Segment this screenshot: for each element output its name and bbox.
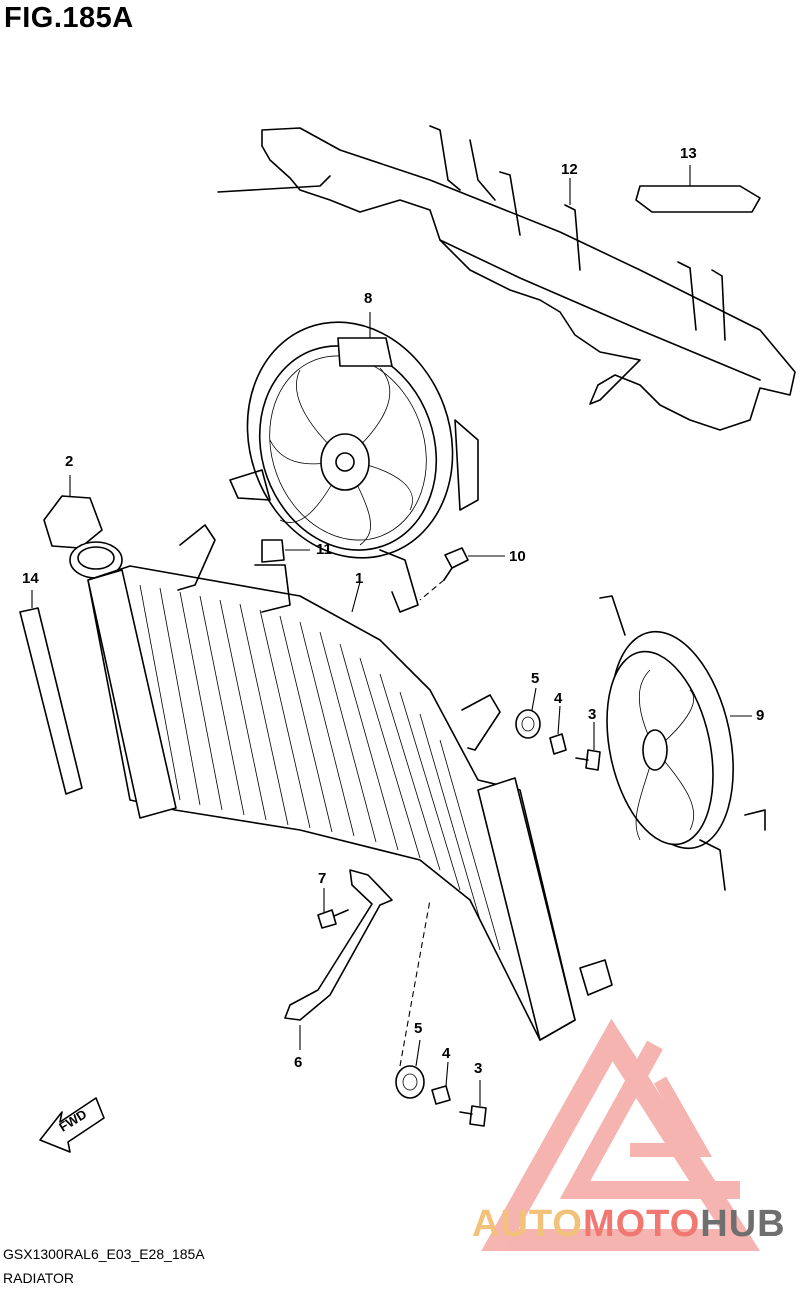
callout-3-upper: 3 <box>588 706 597 723</box>
callout-8: 8 <box>364 290 373 307</box>
callout-9: 9 <box>756 707 765 724</box>
part-12-air-guide <box>217 125 796 431</box>
watermark-moto: MOTO <box>582 1203 701 1245</box>
callout-5-lower: 5 <box>414 1020 423 1037</box>
part-6-bracket <box>284 869 393 1050</box>
callout-11: 11 <box>316 541 332 558</box>
part-2-radiator-cap <box>43 475 123 579</box>
callout-13: 13 <box>680 145 697 162</box>
callout-10: 10 <box>509 548 526 565</box>
callout-6: 6 <box>294 1054 303 1071</box>
drawing-code: GSX1300RAL6_E03_E28_185A <box>3 1246 205 1262</box>
fwd-arrow-icon <box>39 1097 105 1153</box>
callout-3-lower: 3 <box>474 1060 483 1077</box>
watermark-hub: HUB <box>700 1203 786 1245</box>
callout-12: 12 <box>561 161 578 178</box>
part-10-bolt <box>419 547 505 601</box>
figure-title: FIG.185A <box>4 2 134 34</box>
callout-4-upper: 4 <box>554 690 563 707</box>
part-11-clip <box>261 539 310 563</box>
callout-14: 14 <box>22 570 39 587</box>
part-7-bolt <box>317 888 349 929</box>
callout-2: 2 <box>65 453 74 470</box>
part-14-seal <box>19 590 83 795</box>
part-1-radiator <box>87 524 613 1041</box>
callout-5-upper: 5 <box>531 670 540 687</box>
callout-7: 7 <box>318 870 327 887</box>
section-name: RADIATOR <box>3 1270 75 1286</box>
mount-hardware-upper <box>515 687 601 771</box>
callout-4-lower: 4 <box>442 1045 451 1062</box>
watermark-auto: AUTO <box>472 1203 583 1245</box>
part-13-seal-strip <box>635 165 761 213</box>
callout-1: 1 <box>355 570 364 587</box>
watermark-text: AUTOMOTOHUB <box>472 1203 786 1246</box>
watermark-logo <box>481 1018 761 1251</box>
part-9-cooling-fan <box>599 595 766 891</box>
mount-hardware-lower <box>395 899 487 1127</box>
part-8-cooling-fan <box>229 312 479 613</box>
